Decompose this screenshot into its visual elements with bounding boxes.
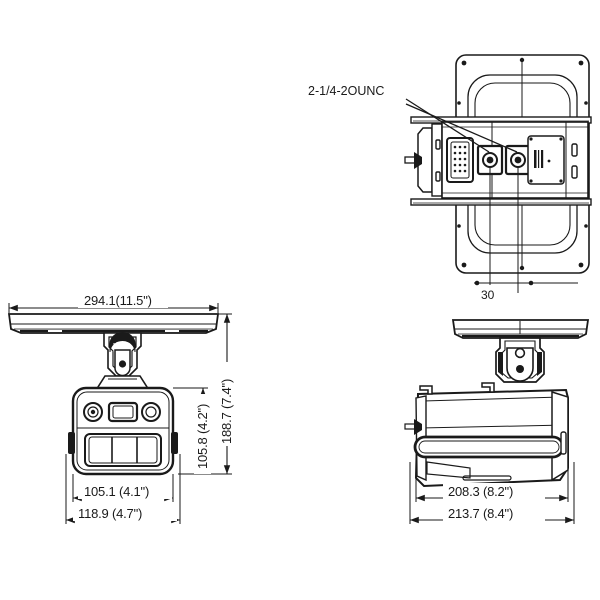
- dim-body-height: 105.8 (4.2"): [173, 387, 211, 475]
- top-view-cable-gland: [404, 152, 422, 169]
- dim-body-width-outer: 118.9 (4.7"): [65, 454, 181, 524]
- thread-callout-label: 2-1/4-2OUNC: [308, 84, 384, 98]
- dim-body-depth-inner: 208.3 (8.2"): [415, 468, 569, 502]
- side-view-connector-nub: [404, 419, 422, 435]
- top-view-body-hairlines: [442, 126, 588, 194]
- side-view-base-detail: [426, 461, 512, 481]
- front-view-ceiling-plate: [7, 313, 220, 334]
- dim-body-depth-outer-label: 213.7 (8.4"): [448, 506, 513, 521]
- dim-body-depth-outer: 213.7 (8.4"): [409, 462, 575, 524]
- side-view-edge-slot: [560, 431, 567, 455]
- side-view-mount-bracket: [495, 337, 545, 383]
- top-view-threaded-bosses: [476, 144, 532, 176]
- front-view-optics: [83, 401, 161, 423]
- top-view-rail-shading: [413, 120, 589, 204]
- front-view-side-tabs: [68, 432, 178, 454]
- dim-plate-offset-label: 30: [481, 288, 495, 302]
- side-view-sunshield-rail: [413, 435, 565, 459]
- top-view-edge-slots: [435, 139, 578, 182]
- front-view-ir-panel: [84, 433, 162, 467]
- dim-plate-width: 294.1(11.5"): [8, 292, 219, 313]
- dim-body-width-inner: 105.1 (4.1"): [72, 474, 174, 502]
- dim-body-depth-inner-label: 208.3 (8.2"): [448, 484, 513, 499]
- side-view-top-lugs: [419, 382, 495, 395]
- top-view-label-plate: [527, 135, 565, 185]
- top-view-dim-30-arrows: [474, 280, 534, 286]
- side-view-group: 208.3 (8.2") 213.7 (8.4"): [404, 319, 590, 524]
- top-view-group: 2-1/4-2OUNC 30: [308, 54, 592, 302]
- front-view-mount-bracket: [103, 332, 142, 377]
- dim-body-width-outer-label: 118.9 (4.7"): [78, 506, 142, 521]
- dim-body-width-inner-label: 105.1 (4.1"): [84, 484, 149, 499]
- dim-plate-width-label: 294.1(11.5"): [84, 293, 152, 308]
- top-view-connector-block: [446, 137, 474, 183]
- top-view-dim-30: [474, 167, 578, 302]
- dim-total-height-label: 188.7 (7.4"): [219, 379, 234, 444]
- thread-callout-leaders: [405, 98, 518, 153]
- side-view-ceiling-plate: [451, 319, 590, 339]
- front-view-group: 294.1(11.5") 188.7 (7.4") 105.8 (4.2"): [7, 292, 235, 524]
- dim-body-height-label: 105.8 (4.2"): [195, 404, 210, 469]
